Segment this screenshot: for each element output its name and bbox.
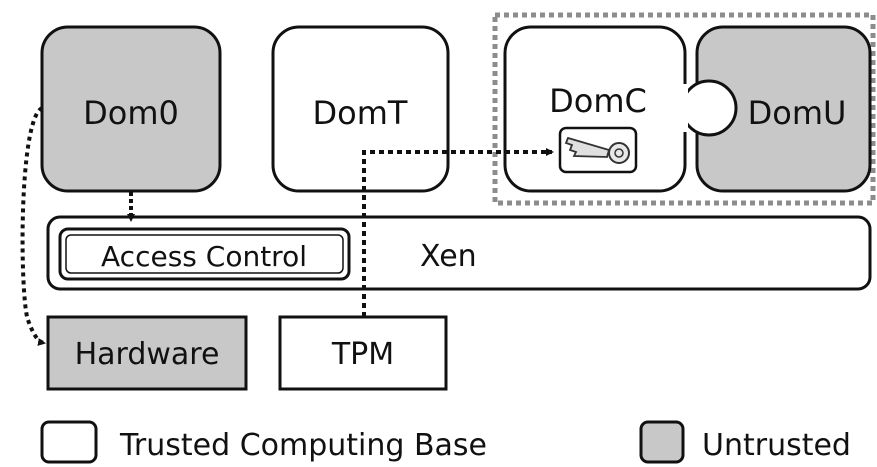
dom0-to-hardware-arrow	[20, 106, 46, 346]
legend-trusted-swatch	[40, 420, 98, 464]
legend-untrusted-swatch	[639, 420, 685, 464]
domc-box: DomC	[503, 25, 738, 193]
legend-untrusted-label: Untrusted	[702, 428, 851, 463]
hardware-label: Hardware	[75, 337, 220, 372]
tpm-box: TPM	[278, 315, 448, 391]
domc-label: DomC	[549, 82, 647, 120]
tpm-label: TPM	[331, 337, 394, 372]
dom0-box: Dom0	[40, 25, 222, 193]
tpm-to-domc-arrow	[362, 148, 554, 317]
legend-untrusted: Untrusted	[639, 420, 851, 464]
domt-box: DomT	[271, 25, 450, 193]
dom0-label: Dom0	[83, 94, 179, 132]
key-icon	[558, 126, 638, 174]
legend-trusted-label: Trusted Computing Base	[119, 428, 487, 463]
domu-box: DomU	[695, 25, 872, 193]
domu-label: DomU	[748, 94, 847, 132]
access-control-label: Access Control	[101, 240, 307, 273]
access-control-box: Access Control	[58, 227, 351, 281]
domc-connector-tab	[680, 79, 738, 137]
hardware-box: Hardware	[46, 315, 248, 391]
xen-label: Xen	[420, 239, 477, 274]
domc-domu-group-border	[492, 12, 876, 206]
legend-trusted: Trusted Computing Base	[40, 420, 487, 464]
domt-label: DomT	[313, 94, 408, 132]
